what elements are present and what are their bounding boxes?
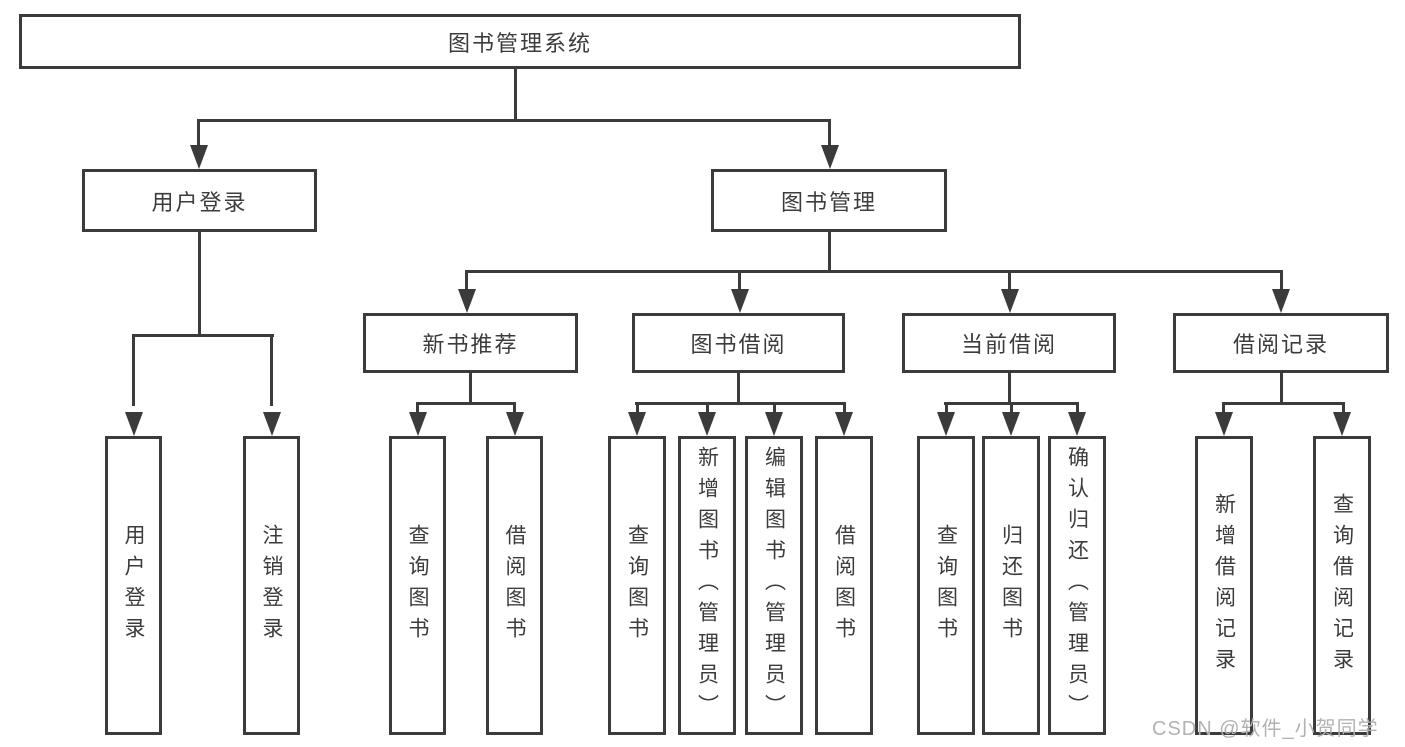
- node-new-book-recommendation: 新书推荐: [363, 313, 578, 373]
- arrow-to-leaf-logout: [263, 412, 281, 436]
- arrow-group3-child3: [1068, 412, 1086, 436]
- leaf-query-books-borrowing-label: 查询图书: [625, 523, 649, 648]
- leaf-add-books-admin-label: 新增图书（管理员）: [695, 446, 719, 725]
- arrow-to-user-login: [190, 145, 208, 169]
- connector-group4-stem: [1280, 373, 1283, 405]
- arrow-group2-child4: [835, 412, 853, 436]
- arrow-group1-child2: [506, 412, 524, 436]
- arrow-to-book-borrowing: [731, 289, 749, 313]
- connector-group2-child2: [706, 402, 709, 416]
- arrow-group4-child1: [1215, 412, 1233, 436]
- connector-book-management-branch-line: [465, 270, 1282, 273]
- connector-group2-child3: [773, 402, 776, 416]
- arrow-group3-child2: [1002, 412, 1020, 436]
- connector-group1-child1: [416, 402, 419, 416]
- arrow-group2-child3: [765, 412, 783, 436]
- connector-to-new-book-recommendation: [465, 270, 468, 292]
- connector-group4-branch-line: [1222, 402, 1344, 405]
- leaf-query-books-recommend: 查询图书: [389, 436, 446, 735]
- leaf-edit-books-admin: 编辑图书（管理员）: [745, 436, 803, 735]
- connector-book-management-stem: [828, 232, 831, 273]
- connector-to-leaf-logout: [270, 334, 273, 406]
- leaf-query-books-recommend-label: 查询图书: [406, 523, 429, 648]
- leaf-query-borrow-record-label: 查询借阅记录: [1330, 492, 1354, 679]
- leaf-query-books-current-label: 查询图书: [934, 523, 958, 648]
- connector-user-login-branch-line: [132, 334, 274, 337]
- leaf-confirm-return-admin-label: 确认归还（管理员）: [1065, 446, 1089, 725]
- connector-group4-child2: [1342, 402, 1345, 416]
- arrow-to-leaf-user-login: [125, 412, 143, 436]
- connector-to-book-borrowing: [738, 270, 741, 292]
- connector-group1-child2: [513, 402, 516, 416]
- leaf-borrow-books-recommend: 借阅图书: [486, 436, 543, 735]
- connector-group2-branch-line: [635, 402, 845, 405]
- connector-group1-stem: [469, 373, 472, 405]
- arrow-to-new-book-recommendation: [458, 289, 476, 313]
- connector-group3-child3: [1076, 402, 1079, 416]
- connector-group3-stem: [1008, 373, 1011, 405]
- arrow-group2-child2: [698, 412, 716, 436]
- leaf-borrow-books-recommend-label: 借阅图书: [503, 523, 526, 648]
- arrow-to-book-management: [821, 145, 839, 169]
- leaf-add-books-admin: 新增图书（管理员）: [678, 436, 736, 735]
- arrow-group1-child1: [409, 412, 427, 436]
- connector-group2-child1: [636, 402, 639, 416]
- node-user-login: 用户登录: [82, 169, 317, 232]
- leaf-query-borrow-record: 查询借阅记录: [1313, 436, 1371, 735]
- connector-to-leaf-user-login: [132, 334, 135, 406]
- connector-root-stem: [514, 69, 517, 121]
- leaf-add-borrow-record-label: 新增借阅记录: [1212, 492, 1236, 679]
- connector-to-user-login: [197, 119, 200, 151]
- leaf-query-books-current: 查询图书: [917, 436, 975, 735]
- node-borrowing-records: 借阅记录: [1173, 313, 1389, 373]
- node-book-borrowing: 图书借阅: [632, 313, 845, 373]
- leaf-borrow-books-label: 借阅图书: [832, 523, 856, 648]
- node-library-management-system: 图书管理系统: [19, 14, 1021, 69]
- connector-root-branch-line: [197, 119, 831, 122]
- connector-group2-stem: [737, 373, 740, 405]
- node-book-management: 图书管理: [711, 169, 947, 232]
- leaf-return-books-label: 归还图书: [999, 523, 1023, 648]
- connector-group1-branch-line: [416, 402, 516, 405]
- connector-to-borrowing-records: [1280, 270, 1283, 292]
- connector-to-book-management: [828, 119, 831, 151]
- arrow-to-current-borrowing: [1001, 289, 1019, 313]
- arrow-group2-child1: [628, 412, 646, 436]
- connector-user-login-stem: [198, 232, 201, 337]
- leaf-confirm-return-admin: 确认归还（管理员）: [1048, 436, 1106, 735]
- leaf-edit-books-admin-label: 编辑图书（管理员）: [762, 446, 786, 725]
- connector-group2-child4: [843, 402, 846, 416]
- connector-group4-child1: [1222, 402, 1225, 416]
- connector-group3-child2: [1010, 402, 1013, 416]
- leaf-return-books: 归还图书: [982, 436, 1040, 735]
- arrow-group4-child2: [1333, 412, 1351, 436]
- leaf-query-books-borrowing: 查询图书: [608, 436, 666, 735]
- leaf-add-borrow-record: 新增借阅记录: [1195, 436, 1253, 735]
- arrow-group3-child1: [937, 412, 955, 436]
- leaf-logout: 注销登录: [243, 436, 300, 735]
- csdn-watermark: CSDN @软件_小贺同学: [1152, 718, 1379, 740]
- leaf-user-login-label: 用户登录: [122, 523, 145, 648]
- leaf-borrow-books: 借阅图书: [815, 436, 873, 735]
- leaf-user-login: 用户登录: [105, 436, 162, 735]
- arrow-to-borrowing-records: [1272, 289, 1290, 313]
- connector-group3-child1: [945, 402, 948, 416]
- connector-to-current-borrowing: [1008, 270, 1011, 292]
- node-current-borrowing: 当前借阅: [902, 313, 1116, 373]
- leaf-logout-label: 注销登录: [260, 523, 283, 648]
